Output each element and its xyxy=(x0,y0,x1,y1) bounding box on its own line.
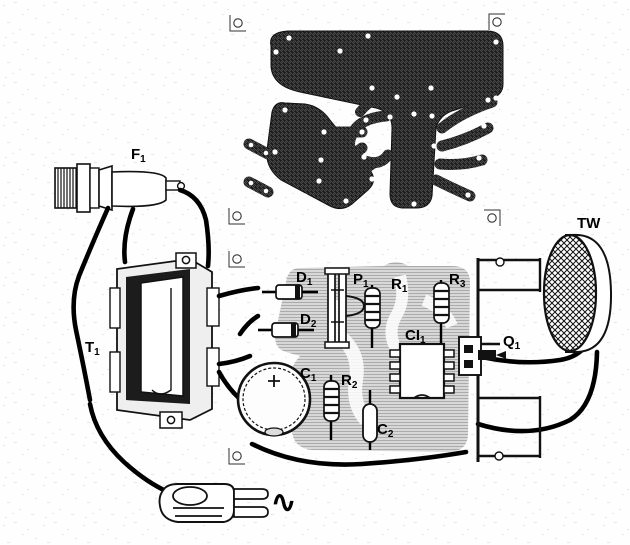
fuse-holder-label: F1 xyxy=(131,147,146,165)
designator-base: R xyxy=(341,372,352,389)
designator-subscript: 1 xyxy=(420,335,426,346)
capacitor-c2 xyxy=(362,390,378,450)
transformer-label: T1 xyxy=(85,340,100,358)
designator-base: D xyxy=(296,269,307,286)
integrated-circuit-ci1 xyxy=(389,342,455,400)
designator-base: R xyxy=(391,276,402,293)
designator-subscript: 1 xyxy=(363,279,369,290)
capacitor-2-label: C2 xyxy=(377,422,393,440)
ac-power-plug xyxy=(158,483,269,523)
diode-d2 xyxy=(258,322,314,338)
designator-subscript: 1 xyxy=(401,284,408,295)
designator-base: TW xyxy=(577,215,601,232)
designator-subscript: 1 xyxy=(310,373,317,384)
fuse-holder-f1 xyxy=(54,163,186,213)
trimmer-potentiometer-p1 xyxy=(324,267,366,349)
designator-subscript: 1 xyxy=(306,277,313,288)
designator-subscript: 1 xyxy=(514,341,521,352)
power-transistor-q1 xyxy=(458,336,506,376)
ac-mains-symbol: ∿ xyxy=(271,486,296,519)
potentiometer-label: P1 xyxy=(353,272,369,290)
designator-base: C xyxy=(300,365,311,382)
resistor-r3 xyxy=(433,280,450,344)
diode-1-label: D1 xyxy=(296,270,312,288)
designator-base: F xyxy=(131,146,141,163)
transistor-label: Q1 xyxy=(503,334,520,352)
designator-subscript: 1 xyxy=(140,154,146,165)
diode-2-label: D2 xyxy=(300,312,316,330)
designator-subscript: 2 xyxy=(310,319,317,330)
pcb-copper-artwork xyxy=(243,30,504,210)
designator-subscript: 2 xyxy=(351,380,358,391)
designator-base: C xyxy=(377,421,388,438)
designator-base: CI xyxy=(405,327,420,344)
designator-base: Q xyxy=(503,333,515,350)
capacitor-1-label: C1 xyxy=(300,366,316,384)
designator-subscript: 1 xyxy=(94,347,100,358)
designator-subscript: 2 xyxy=(387,429,394,440)
integrated-circuit-label: CI1 xyxy=(405,328,426,346)
resistor-r1 xyxy=(364,285,381,348)
tweeter-label: TW xyxy=(577,216,600,231)
designator-base: D xyxy=(300,311,311,328)
resistor-2-label: R2 xyxy=(341,373,357,391)
power-transformer-t1 xyxy=(109,252,220,429)
diode-d1 xyxy=(262,284,318,300)
designator-base: T xyxy=(85,339,95,356)
designator-base: R xyxy=(449,271,460,288)
designator-base: P xyxy=(353,271,364,288)
resistor-3-label: R3 xyxy=(449,272,465,290)
tweeter-tw xyxy=(542,233,613,353)
designator-subscript: 3 xyxy=(459,279,466,290)
resistor-1-label: R1 xyxy=(391,277,407,295)
electrolytic-capacitor-c1 xyxy=(236,361,312,437)
resistor-r2 xyxy=(323,375,340,440)
